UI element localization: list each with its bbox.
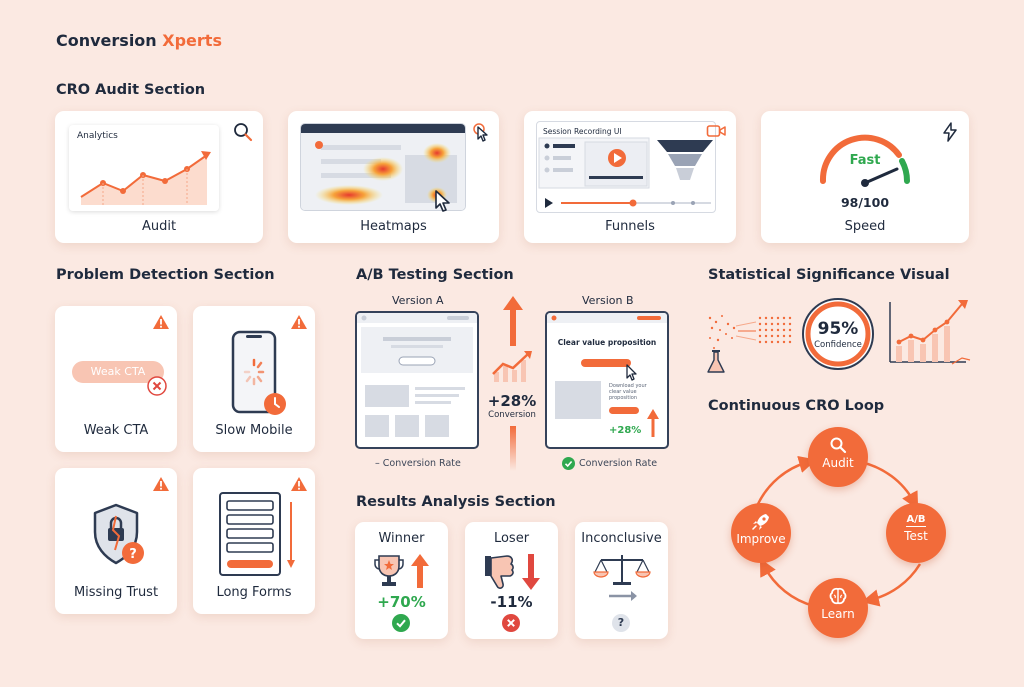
stats-growth-chart [889, 300, 971, 365]
confidence-ring [802, 298, 874, 370]
brand-accent: Xperts [162, 31, 222, 50]
funnels-card-label: Funnels [605, 219, 655, 234]
search-icon [234, 123, 253, 142]
problem-section-title: Problem Detection Section [56, 267, 275, 283]
cursor-icon [435, 190, 450, 212]
loop-node-improve[interactable]: Improve [731, 503, 791, 563]
version-b-lift: +28% [609, 425, 642, 436]
cursor-icon [626, 364, 637, 381]
speed-score: 98/100 [840, 195, 890, 210]
version-a-label: Version A [392, 294, 444, 307]
audit-card-label: Audit [141, 219, 177, 234]
session-recording-title: Session Recording UI [543, 127, 622, 136]
brain-icon [829, 587, 847, 605]
missing-trust-label: Missing Trust [73, 585, 159, 600]
heatmap-window [300, 123, 466, 211]
version-a-graphic [357, 313, 477, 437]
winner-value: +70% [377, 593, 426, 611]
version-b-graphic [547, 313, 667, 437]
lightning-icon [943, 122, 957, 142]
warning-icon [153, 315, 169, 329]
loop-section-title: Continuous CRO Loop [708, 398, 885, 414]
inconclusive-title: Inconclusive [581, 531, 662, 546]
warning-icon [153, 477, 169, 491]
speed-card[interactable]: Fast 98/100 Speed [761, 111, 969, 243]
x-circle-icon [502, 614, 520, 632]
svg-text:?: ? [129, 547, 137, 562]
audit-section-title: CRO Audit Section [56, 82, 206, 98]
weak-cta-card[interactable]: Weak CTA Weak CTA [55, 306, 177, 452]
broken-shield-icon: ? [93, 503, 144, 565]
inconclusive-card[interactable]: Inconclusive ? [575, 522, 668, 639]
confidence-value: 95% [817, 319, 859, 339]
analytics-panel-title: Analytics [77, 131, 118, 141]
analytics-line-chart [80, 151, 211, 205]
loop-node-learn-label: Learn [821, 607, 855, 621]
version-b-mockup[interactable]: Clear value proposition Download your cl… [545, 311, 669, 449]
warning-icon [291, 315, 307, 329]
winner-title: Winner [378, 531, 425, 546]
speed-gauge [819, 134, 911, 187]
heatmaps-card[interactable]: Heatmaps [288, 111, 499, 243]
stats-section-title: Statistical Significance Visual [708, 267, 950, 283]
speed-card-label: Speed [844, 219, 886, 234]
version-b-subtext: Download your clear value proposition [609, 383, 647, 401]
rocket-icon [752, 514, 769, 530]
check-circle-icon [392, 614, 410, 632]
heatmaps-card-label: Heatmaps [360, 219, 427, 234]
results-section-title: Results Analysis Section [356, 494, 556, 510]
check-circle-icon [562, 457, 575, 470]
version-b-caption: Conversion Rate [579, 458, 658, 469]
version-a-mockup[interactable] [355, 311, 479, 449]
brand-name: Conversion [56, 31, 157, 50]
version-a-caption: – Conversion Rate [375, 458, 461, 469]
funnels-card[interactable]: Session Recording UI Funnels [524, 111, 736, 243]
slow-mobile-card[interactable]: Slow Mobile [193, 306, 315, 452]
session-recording-window: Session Recording UI [536, 121, 716, 213]
ab-icon: A/B [906, 514, 926, 527]
missing-trust-card[interactable]: ? Missing Trust [55, 468, 177, 614]
long-forms-card[interactable]: Long Forms [193, 468, 315, 614]
heatmap-graphic [301, 133, 465, 210]
ab-section-title: A/B Testing Section [356, 267, 514, 283]
session-recording-graphic [538, 137, 713, 208]
confidence-label: Confidence [814, 340, 862, 350]
audit-card[interactable]: Analytics Audit [55, 111, 263, 243]
question-circle-icon: ? [612, 614, 630, 632]
lift-label: Conversion [488, 410, 536, 420]
loser-value: -11% [490, 593, 533, 611]
lift-arrow-graphic [503, 296, 523, 471]
speed-gauge-text: Fast [849, 153, 881, 168]
loser-card[interactable]: Loser -11% [465, 522, 558, 639]
version-b-headline: Clear value proposition [557, 338, 657, 347]
long-forms-label: Long Forms [216, 585, 292, 600]
loop-node-test[interactable]: A/B Test [886, 503, 946, 563]
mobile-phone-icon [231, 330, 286, 415]
winner-card[interactable]: Winner +70% [355, 522, 448, 639]
loop-node-audit[interactable]: Audit [808, 427, 868, 487]
growth-chart-icon [492, 351, 532, 382]
loop-node-test-label: Test [904, 529, 928, 543]
warning-icon [291, 477, 307, 491]
brand-logo[interactable]: Conversion Xperts [56, 31, 222, 50]
trophy-icon [374, 554, 429, 588]
balance-scale-icon [593, 555, 651, 601]
thumbs-down-icon [485, 554, 540, 590]
loop-node-improve-label: Improve [736, 532, 786, 546]
weak-cta-label: Weak CTA [83, 423, 149, 438]
weak-cta-button-sample: Weak CTA [72, 361, 164, 383]
video-camera-icon [706, 125, 726, 137]
data-particles-graphic [707, 315, 792, 373]
cursor-click-icon [473, 123, 488, 142]
loop-node-audit-label: Audit [822, 456, 854, 470]
slow-mobile-label: Slow Mobile [215, 423, 293, 438]
search-icon [830, 437, 847, 454]
x-circle-icon [147, 376, 167, 396]
analytics-panel: Analytics [69, 125, 219, 211]
version-b-label: Version B [582, 294, 634, 307]
loop-node-learn[interactable]: Learn [808, 578, 868, 638]
long-form-icon [219, 492, 295, 576]
loser-title: Loser [493, 531, 530, 546]
lift-value: +28% [487, 392, 537, 410]
